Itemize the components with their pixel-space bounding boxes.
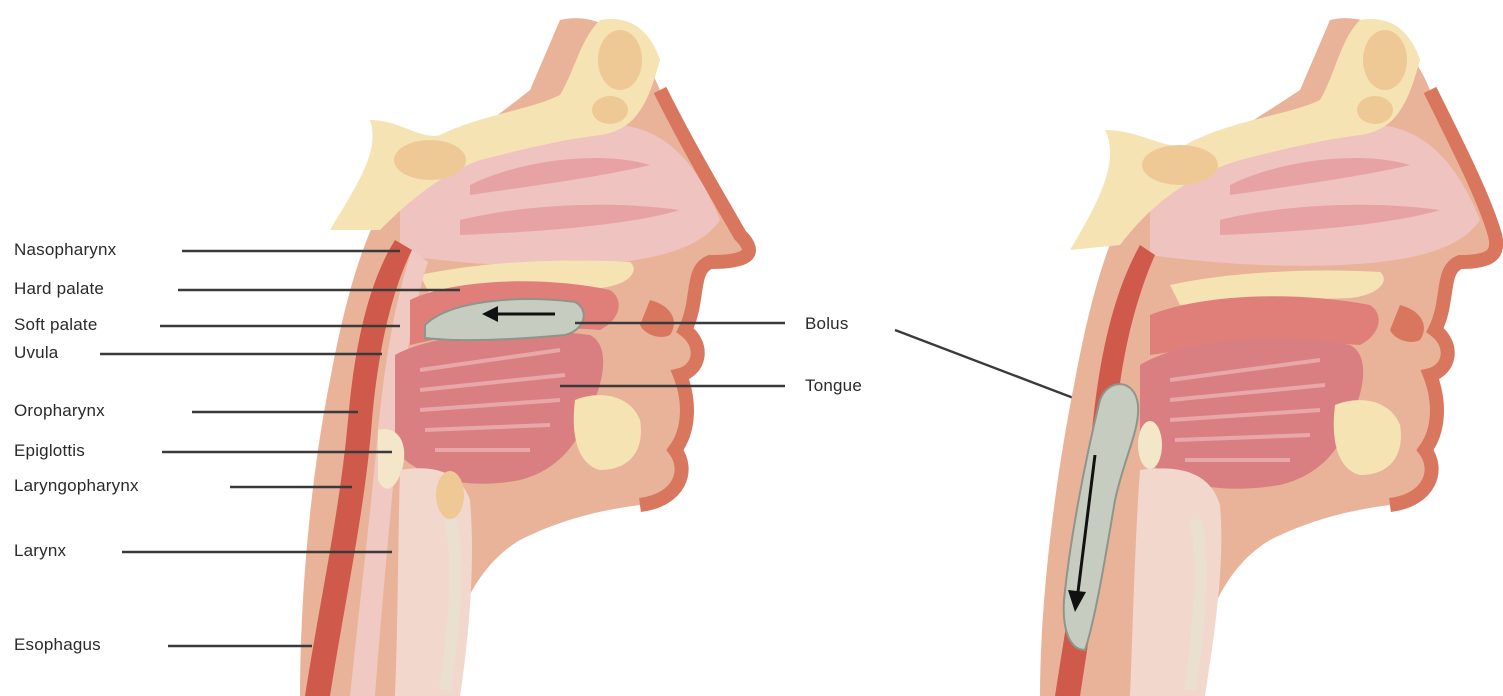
right-head-section xyxy=(1040,18,1496,696)
label-hard-palate: Hard palate xyxy=(14,279,104,299)
left-sinus-2 xyxy=(598,30,642,90)
label-oropharynx: Oropharynx xyxy=(14,401,105,421)
right-epiglottis xyxy=(1138,421,1162,469)
label-bolus: Bolus xyxy=(805,314,849,334)
label-laryngopharynx: Laryngopharynx xyxy=(14,476,139,496)
label-epiglottis: Epiglottis xyxy=(14,441,85,461)
right-sinus-2 xyxy=(1363,30,1407,90)
left-sinus-3 xyxy=(592,96,628,124)
right-sinus-3 xyxy=(1357,96,1393,124)
label-soft-palate: Soft palate xyxy=(14,315,97,335)
left-sinus-1 xyxy=(394,140,466,180)
right-larynx xyxy=(1130,468,1221,696)
left-head-section xyxy=(300,18,749,696)
label-esophagus: Esophagus xyxy=(14,635,101,655)
left-thyroid-cartilage xyxy=(436,471,464,519)
label-larynx: Larynx xyxy=(14,541,66,561)
label-nasopharynx: Nasopharynx xyxy=(14,240,116,260)
right-sinus-1 xyxy=(1142,145,1218,185)
label-uvula: Uvula xyxy=(14,343,58,363)
label-tongue: Tongue xyxy=(805,376,862,396)
